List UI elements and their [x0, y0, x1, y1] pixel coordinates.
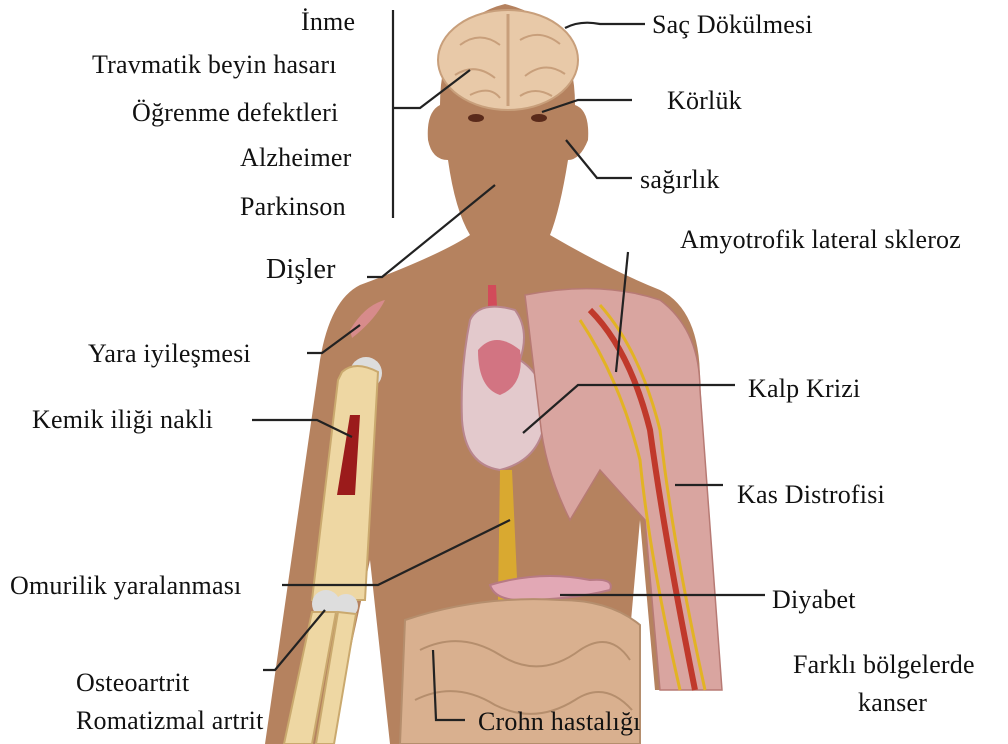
label-sagirlik: sağırlık [640, 165, 720, 195]
left-eye [468, 114, 484, 122]
label-sac-dokulmesi: Saç Dökülmesi [652, 10, 813, 40]
right-eye [531, 114, 547, 122]
hair-leader [565, 23, 645, 28]
brain [438, 10, 578, 110]
label-korluk: Körlük [667, 86, 742, 116]
label-disler: Dişler [266, 255, 336, 285]
label-als: Amyotrofik lateral skleroz [680, 225, 961, 255]
label-kanser-line1: Farklı bölgelerde [793, 650, 975, 680]
label-inme: İnme [301, 7, 355, 37]
label-kemik-iligi-nakli: Kemik iliği nakli [32, 405, 213, 435]
label-parkinson: Parkinson [240, 192, 346, 222]
label-travmatik-beyin-hasari: Travmatik beyin hasarı [92, 50, 337, 80]
label-kanser-line2: kanser [858, 688, 927, 718]
label-kas-distrofisi: Kas Distrofisi [737, 480, 885, 510]
label-alzheimer: Alzheimer [240, 143, 352, 173]
label-omurilik-yaralanmasi: Omurilik yaralanması [10, 571, 241, 601]
label-ogrenme-defektleri: Öğrenme defektleri [132, 98, 338, 128]
label-yara-iyilesmesi: Yara iyileşmesi [88, 339, 251, 369]
label-crohn-hastaligi: Crohn hastalığı [478, 707, 641, 737]
label-diyabet: Diyabet [772, 585, 856, 615]
label-osteoartrit: Osteoartrit [76, 668, 189, 698]
label-romatizmal-artrit: Romatizmal artrit [76, 706, 264, 736]
label-kalp-krizi: Kalp Krizi [748, 374, 860, 404]
